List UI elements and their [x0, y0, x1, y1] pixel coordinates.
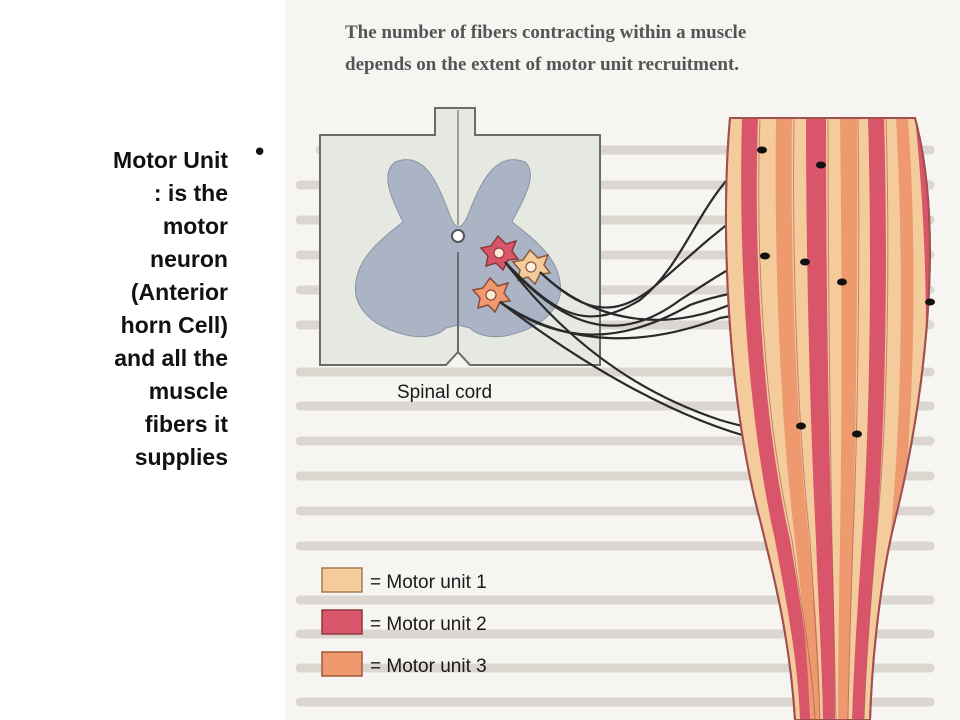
definition-line: horn Cell) — [120, 312, 228, 338]
neuromuscular-junctions — [757, 146, 935, 438]
motor-unit-figure: The number of fibers contracting within … — [285, 0, 960, 720]
motor-neurons — [471, 234, 552, 314]
definition-line: Motor Unit — [113, 147, 228, 173]
central-canal — [451, 229, 465, 243]
legend-label: = Motor unit 1 — [370, 572, 487, 593]
skeletal-muscle — [724, 117, 931, 720]
background-heading-line: The number of fibers contracting within … — [345, 22, 746, 43]
motor-neuron-1 — [511, 248, 552, 286]
definition-line: motor — [162, 213, 228, 239]
legend: = Motor unit 1 = Motor unit 2 = Motor un… — [321, 567, 487, 677]
definition-line: : is the — [153, 180, 228, 206]
spinal-cord-cross-section — [319, 107, 601, 366]
background-heading-line: depends on the extent of motor unit recr… — [345, 54, 739, 75]
legend-label: = Motor unit 3 — [370, 656, 487, 677]
legend-swatch-motor-unit-1 — [321, 567, 363, 593]
definition-line: and all the — [114, 345, 228, 371]
definition-line: fibers it — [144, 411, 228, 437]
motor-neuron-3 — [471, 276, 512, 314]
legend-label: = Motor unit 2 — [370, 614, 487, 635]
definition-line: supplies — [134, 444, 228, 470]
bullet-point: • — [252, 138, 268, 168]
motor-neuron-2 — [479, 234, 520, 272]
definition-line: muscle — [148, 378, 228, 404]
spinal-cord-label: Spinal cord — [397, 382, 492, 403]
legend-swatch-motor-unit-2 — [321, 609, 363, 635]
gray-matter — [354, 159, 562, 338]
definition-line: neuron — [150, 246, 228, 272]
legend-swatch-motor-unit-3 — [321, 651, 363, 677]
motor-unit-definition: Motor Unit : is the motor neuron (Anteri… — [20, 144, 228, 474]
definition-line: (Anterior — [130, 279, 228, 305]
